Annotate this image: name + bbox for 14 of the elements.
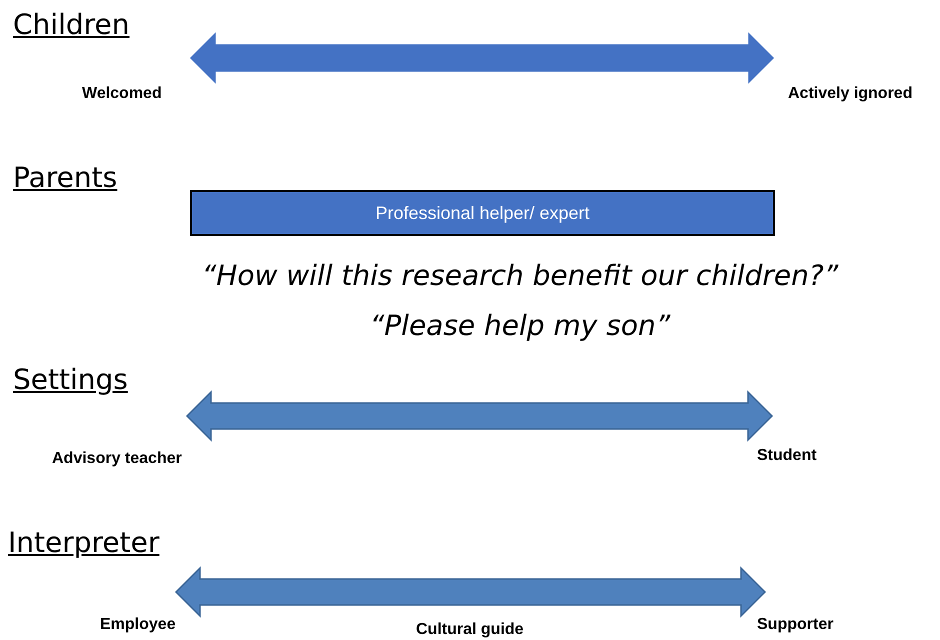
end-label: Actively ignored bbox=[788, 85, 912, 103]
end-label: Employee bbox=[100, 616, 176, 634]
section-heading: Interpreter bbox=[8, 526, 160, 559]
quote-text: “Please help my son” bbox=[370, 309, 670, 342]
end-label: Advisory teacher bbox=[52, 450, 182, 468]
section-heading: Children bbox=[13, 8, 130, 41]
spectrum-bar: Professional helper/ expert bbox=[190, 190, 775, 236]
section-heading: Settings bbox=[13, 363, 128, 396]
quote-text: “How will this research benefit our children?” bbox=[202, 259, 838, 292]
middle-label: Cultural guide bbox=[416, 621, 524, 639]
section-heading: Parents bbox=[13, 161, 118, 194]
end-label: Welcomed bbox=[82, 85, 162, 103]
end-label: Student bbox=[757, 447, 817, 465]
end-label: Supporter bbox=[757, 616, 834, 634]
